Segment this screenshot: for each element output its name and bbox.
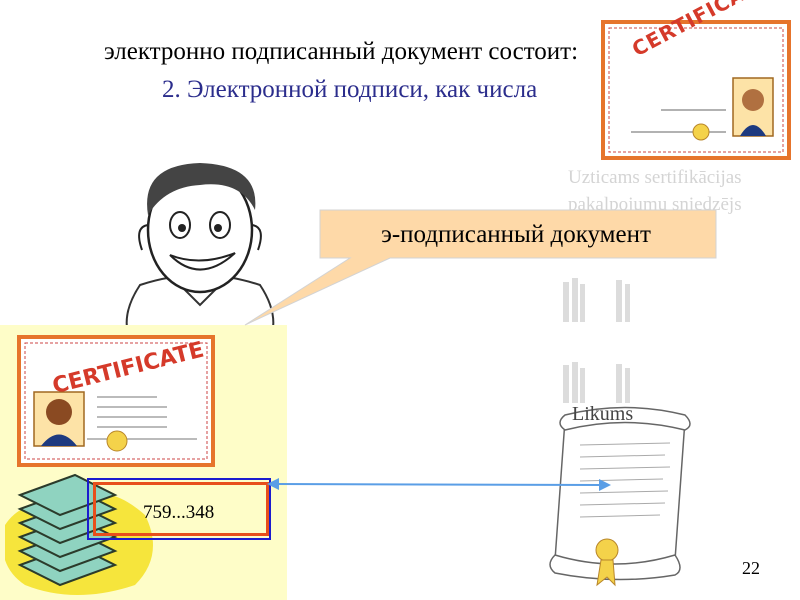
certificate-portrait	[733, 78, 773, 136]
slide-title-line1: электронно подписанный документ состоит:	[104, 38, 578, 66]
double-arrow-icon	[265, 470, 615, 500]
speech-bubble-text: э-подписанный документ	[318, 212, 714, 258]
signature-number: 759...348	[143, 502, 214, 524]
slide-title-line2: 2. Электронной подписи, как числа	[162, 76, 537, 104]
certificate-portrait	[34, 392, 84, 446]
law-scroll-title: Likums	[572, 403, 633, 426]
slide-number: 22	[742, 558, 760, 579]
